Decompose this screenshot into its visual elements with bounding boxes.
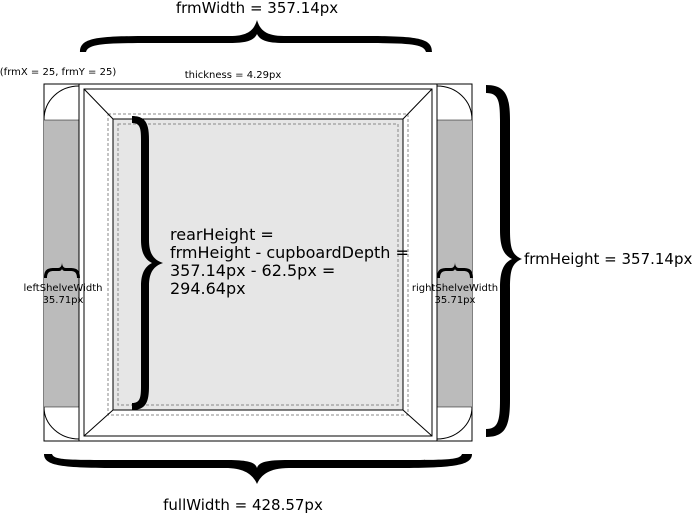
thickness-label: thickness = 4.29px	[185, 70, 282, 81]
right-shelf-top-curve	[436, 85, 473, 121]
right-shelf	[437, 120, 472, 407]
right-shelve-value: 35.71px	[435, 295, 476, 306]
left-shelf	[44, 120, 79, 407]
rear-height-line-4: 294.64px	[170, 279, 246, 298]
left-shelve-label: leftShelveWidth	[24, 283, 103, 294]
rear-panel	[112, 118, 404, 411]
frm-height-brace	[486, 85, 522, 437]
frm-height-label: frmHeight = 357.14px	[524, 250, 692, 268]
perspective-line-top-left	[83, 88, 114, 120]
left-shelf-bottom-curve	[43, 406, 80, 440]
perspective-line-top-right	[402, 88, 433, 120]
rear-height-line-2: frmHeight - cupboardDepth =	[170, 243, 409, 262]
rear-height-line-1: rearHeight =	[170, 225, 274, 244]
frame-inner-thickness	[83, 88, 433, 437]
rear-panel-dashed	[107, 113, 409, 416]
origin-label: (frmX = 25, frmY = 25)	[0, 67, 116, 78]
left-shelve-value: 35.71px	[43, 295, 84, 306]
left-shelve-brace	[44, 262, 80, 278]
perspective-line-bottom-right	[402, 409, 433, 437]
rear-height-line-3: 357.14px - 62.5px =	[170, 261, 335, 280]
right-shelve-label: rightShelveWidth	[412, 283, 498, 294]
right-shelf-bottom-curve	[436, 406, 473, 440]
perspective-line-bottom-left	[83, 409, 114, 437]
right-shelve-brace	[437, 262, 473, 278]
rear-panel-inner-dashed	[117, 123, 399, 406]
full-width-label: fullWidth = 428.57px	[163, 496, 323, 513]
left-shelf-top-curve	[43, 85, 80, 121]
full-width-brace	[44, 454, 472, 484]
frm-width-label: frmWidth = 357.14px	[176, 0, 338, 17]
rear-height-brace	[132, 116, 163, 410]
top-brace	[80, 20, 432, 52]
